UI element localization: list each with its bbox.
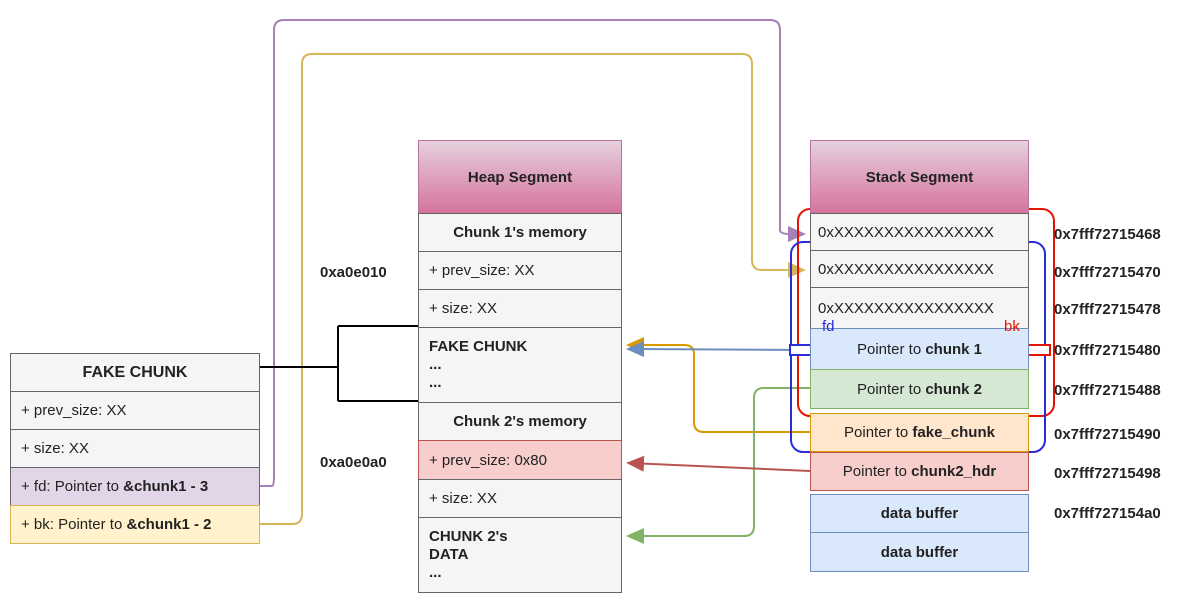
stack-address-4: 0x7fff72715488 [1054,382,1161,399]
fake-chunk-fd-target: &chunk1 - 3 [123,478,209,495]
stack-ptr-chunk2: Pointer to chunk 2 [810,369,1029,409]
stack-ptr-hdr-target: chunk2_hdr [911,463,997,480]
stack-data-buffer-2: data buffer [810,532,1029,572]
stack-data-buffer-1: data buffer [810,494,1029,533]
heap-chunk2-data: CHUNK 2's DATA ... [418,517,622,593]
stack-ptr-chunk2-target: chunk 2 [925,380,983,398]
heap-chunk1-size: + size: XX [418,289,622,328]
stack-ptr-fake-prefix: Pointer to [844,424,913,441]
stack-ptr-chunk1: Pointer to chunk 1 [810,328,1029,370]
stack-address-0: 0x7fff72715468 [1054,226,1161,243]
chunk2-arrow-green [626,387,810,544]
chunk1-arrow-blue [626,341,811,358]
heap-address-chunk2: 0xa0e0a0 [320,454,387,471]
stack-segment-title: Stack Segment [810,140,1029,214]
stack-address-7: 0x7fff727154a0 [1054,505,1161,522]
stack-ptr-chunk2-prefix: Pointer to [856,380,926,398]
heap-fake-chunk: FAKE CHUNK ... ... [418,327,622,403]
fd-label: fd [822,318,835,335]
heap-chunk2-data-dots: ... [429,564,442,581]
stack-ptr-fake-chunk: Pointer to fake_chunk [810,413,1029,452]
bk-label: bk [1004,318,1020,335]
stack-ptr-chunk1-prefix: Pointer to [856,340,926,358]
fake-chunk-size: + size: XX [10,429,260,468]
chunk2-hdr-arrow-red [626,455,811,472]
stack-slot-3: 0xXXXXXXXXXXXXXXXX [810,287,1029,329]
heap-chunk1-memory: Chunk 1's memory [418,213,622,252]
stack-ptr-chunk2-hdr: Pointer to chunk2_hdr [810,452,1029,491]
fake-chunk-fd: + fd: Pointer to &chunk1 - 3 [10,467,260,506]
stack-address-5: 0x7fff72715490 [1054,426,1161,443]
heap-address-chunk1: 0xa0e010 [320,264,387,281]
stack-ptr-chunk1-target: chunk 1 [925,340,983,358]
stack-address-6: 0x7fff72715498 [1054,465,1161,482]
stack-slot-2: 0xXXXXXXXXXXXXXXXX [810,250,1029,288]
heap-chunk2-memory: Chunk 2's memory [418,402,622,441]
heap-chunk2-size: + size: XX [418,479,622,518]
heap-fake-chunk-dots1: ... [429,356,442,373]
heap-fake-chunk-title: FAKE CHUNK [429,338,528,355]
stack-slot-1: 0xXXXXXXXXXXXXXXXX [810,213,1029,251]
heap-chunk2-data-line2: DATA [429,546,469,563]
stack-ptr-fake-target: fake_chunk [912,424,995,441]
fake-chunk-title: FAKE CHUNK [10,353,260,392]
heap-chunk2-prev-size: + prev_size: 0x80 [418,440,622,480]
fake-chunk-bracket [260,325,418,402]
fake-chunk-fd-prefix: + fd: Pointer to [21,478,124,495]
fake-chunk-prev-size: + prev_size: XX [10,391,260,430]
fake-chunk-bk-prefix: + bk: Pointer to [21,516,127,533]
heap-segment-title: Heap Segment [418,140,622,214]
stack-address-3: 0x7fff72715480 [1054,342,1161,359]
fake-chunk-arrow-orange [626,337,810,433]
stack-ptr-hdr-prefix: Pointer to [842,463,912,480]
fake-chunk-bk-target: &chunk1 - 2 [126,516,212,533]
bk-arrow-yellow [260,53,806,525]
stack-address-1: 0x7fff72715470 [1054,264,1161,281]
fd-arrow-purple [260,19,806,487]
heap-chunk1-prev-size: + prev_size: XX [418,251,622,290]
heap-fake-chunk-dots2: ... [429,374,442,391]
fake-chunk-bk: + bk: Pointer to &chunk1 - 2 [10,505,260,544]
stack-address-2: 0x7fff72715478 [1054,301,1161,318]
heap-chunk2-data-line1: CHUNK 2's [429,528,508,545]
